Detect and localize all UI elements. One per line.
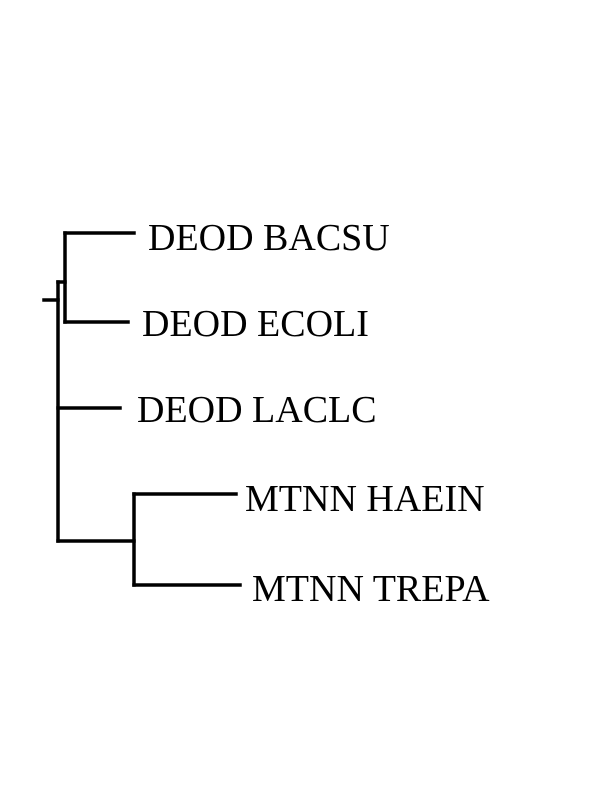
leaf-label-mtnn-haein: MTNN HAEIN [245,478,485,520]
leaf-label-deod-bacsu: DEOD BACSU [148,217,390,259]
leaf-label-deod-ecoli: DEOD ECOLI [142,303,369,345]
leaf-label-deod-laclc: DEOD LACLC [137,389,377,431]
leaf-label-mtnn-trepa: MTNN TREPA [252,568,490,610]
